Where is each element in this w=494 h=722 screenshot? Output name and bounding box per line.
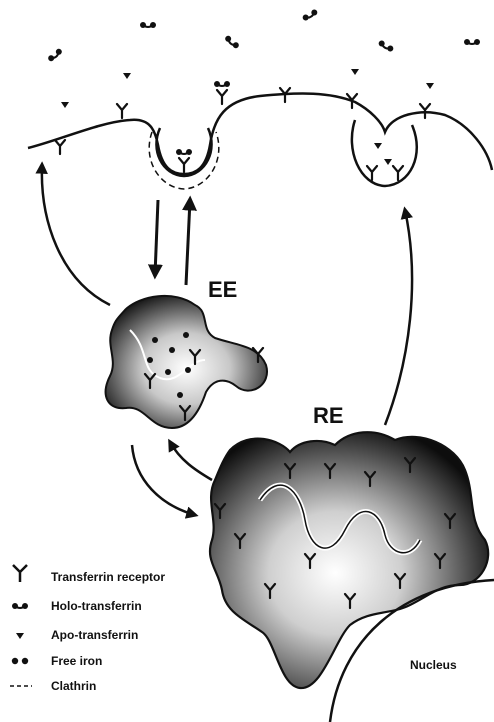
holo-transferrin-icon — [12, 603, 28, 609]
apo-transferrin-icon — [16, 633, 24, 639]
legend-apo-transferrin-label: Apo-transferrin — [51, 628, 138, 642]
arrow-ee-to-membrane — [42, 165, 110, 305]
arrow-endocytosis — [155, 200, 158, 275]
legend-free-iron-label: Free iron — [51, 654, 102, 668]
legend-transferrin-receptor-label: Transferrin receptor — [51, 570, 165, 584]
arrow-ee-recycle-fast — [186, 200, 190, 285]
transferrin-receptor-icon — [13, 565, 27, 582]
recycling-endosome — [210, 432, 488, 688]
recycling-endosome-label: RE — [313, 403, 344, 429]
legend-icons — [10, 565, 32, 686]
free-iron-icon — [12, 658, 28, 664]
early-endosome-label: EE — [208, 277, 237, 303]
arrow-ee-to-re — [132, 445, 195, 515]
arrow-re-to-membrane — [385, 210, 412, 425]
legend-holo-transferrin-label: Holo-transferrin — [51, 599, 142, 613]
arrow-re-to-ee — [170, 442, 212, 480]
early-endosome — [106, 296, 267, 428]
legend-clathrin-label: Clathrin — [51, 679, 96, 693]
nucleus-label: Nucleus — [410, 658, 457, 672]
